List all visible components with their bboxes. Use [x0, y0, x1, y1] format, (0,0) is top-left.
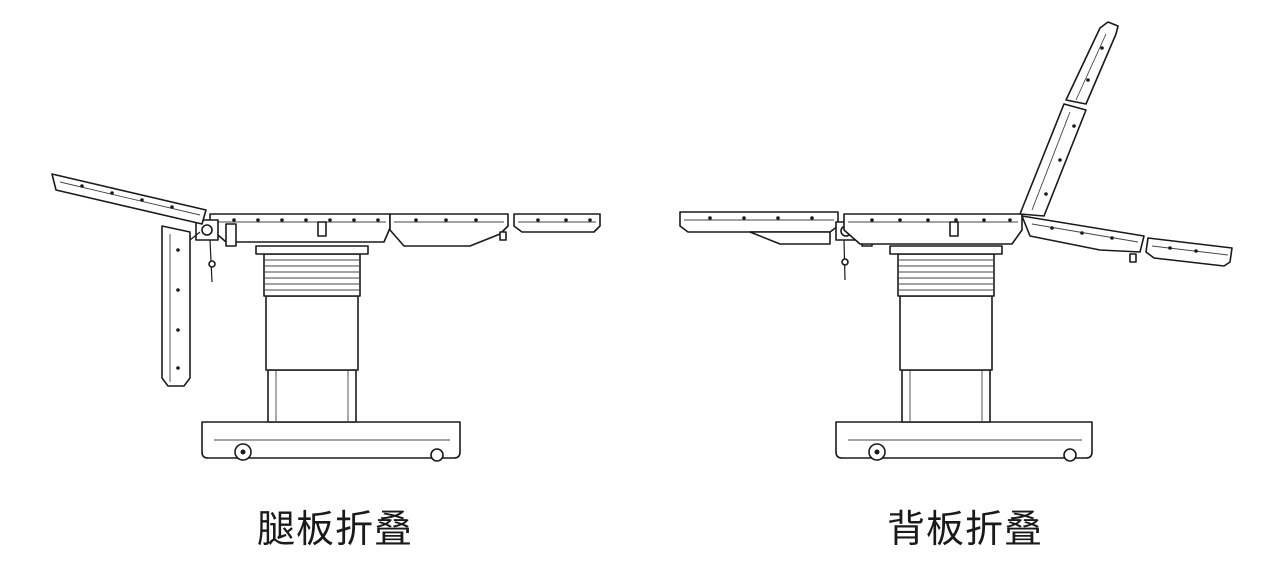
- back-board-lowered: [1021, 215, 1233, 267]
- table-leg-fold-drawing: [51, 173, 601, 462]
- table-column: [889, 245, 1003, 423]
- panel-back-fold: 背板折叠: [640, 0, 1280, 580]
- seat-board: [843, 213, 1023, 245]
- panel-leg-fold: 腿板折叠: [51, 173, 601, 551]
- caption-leg-fold: 腿板折叠: [256, 507, 413, 551]
- caption-back-fold: 背板折叠: [886, 507, 1043, 551]
- leg-board-folded: [161, 225, 201, 387]
- table-base: [201, 421, 461, 462]
- head-board: [51, 173, 207, 225]
- leg-board: [679, 211, 839, 245]
- table-column: [255, 245, 369, 423]
- table-base: [835, 421, 1093, 462]
- hinge-clamp: [195, 219, 237, 283]
- back-board-raised: [1019, 21, 1119, 217]
- tabletop: [209, 213, 601, 247]
- table-back-fold-drawing: [679, 21, 1233, 462]
